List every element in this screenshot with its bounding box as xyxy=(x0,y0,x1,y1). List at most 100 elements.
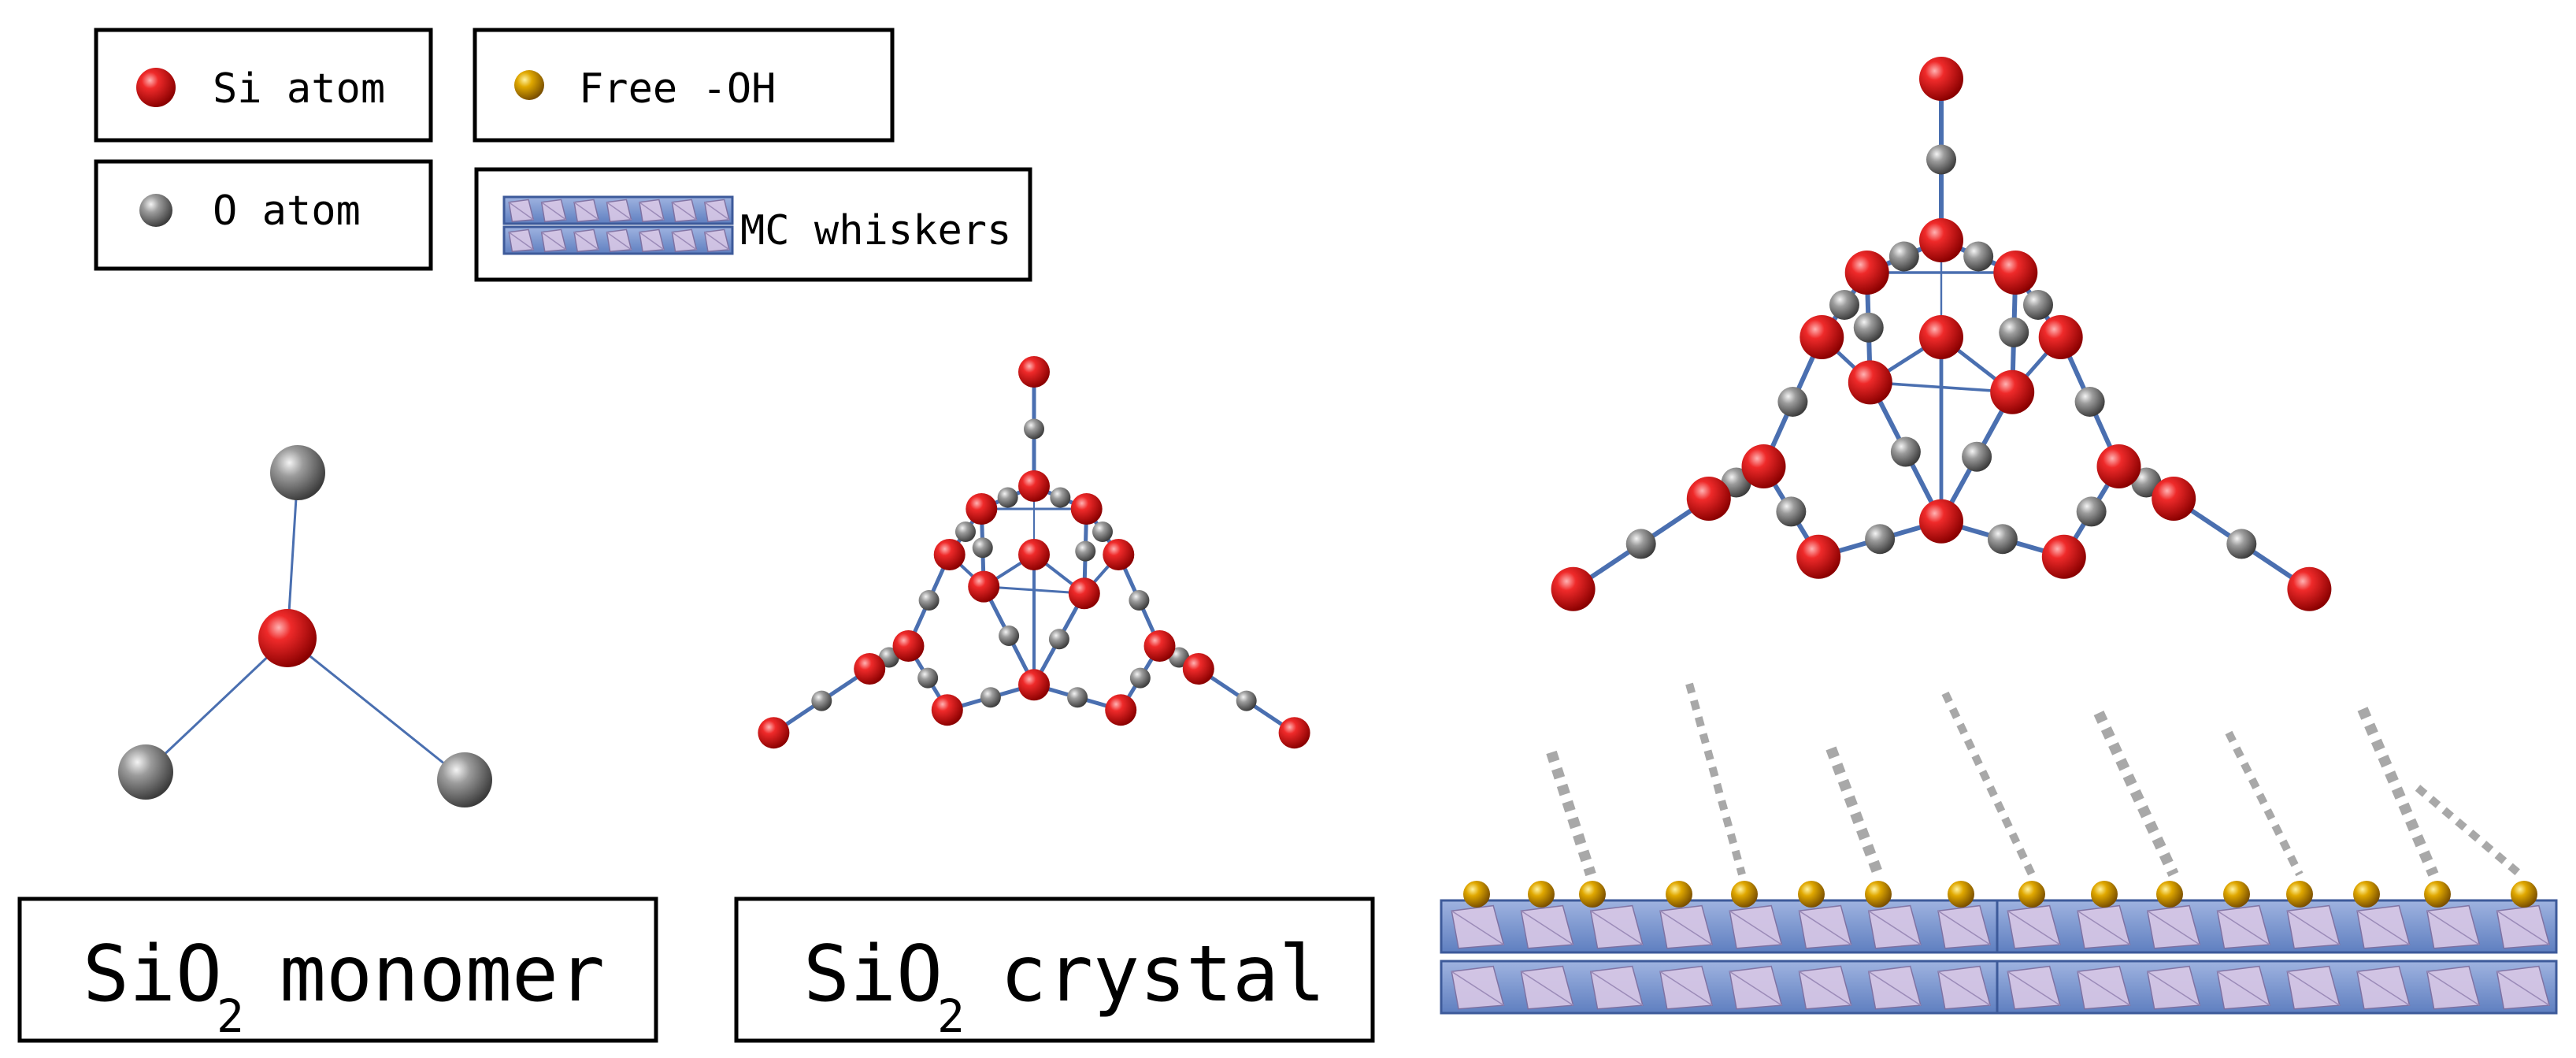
tile-edge xyxy=(1937,971,1991,1006)
o-atom xyxy=(1776,496,1807,527)
sio2-crystal-model xyxy=(758,356,1310,749)
tile-edge xyxy=(541,202,567,221)
sio2-monomer-model xyxy=(118,445,492,807)
caption-crystal-word: crystal xyxy=(1000,930,1325,1019)
o-atom xyxy=(1067,687,1088,708)
o-atom xyxy=(437,752,492,807)
si-atom xyxy=(1103,539,1135,570)
tile-edge xyxy=(2426,910,2480,945)
o-atom xyxy=(2076,496,2107,527)
atoms xyxy=(758,356,1310,749)
o-atom xyxy=(1050,487,1071,508)
legend-free-oh: Free -OH xyxy=(473,28,895,143)
o-atom xyxy=(2226,529,2257,559)
free-oh xyxy=(2353,881,2380,908)
si-atom xyxy=(892,630,925,662)
caption-crystal: SiO 2 crystal xyxy=(734,897,1375,1043)
si-atom xyxy=(2287,566,2332,611)
tile-edge xyxy=(573,232,599,251)
o-atom xyxy=(1075,540,1096,562)
si-atom xyxy=(1686,477,1731,521)
tile-edge xyxy=(2007,971,2061,1006)
mc-whiskers-layer xyxy=(1440,899,2558,1015)
si-atom xyxy=(258,609,317,667)
tile-edge xyxy=(704,232,730,251)
free-oh-label: Free -OH xyxy=(579,65,776,113)
tile-edge xyxy=(1729,910,1782,945)
o-atom xyxy=(1129,667,1151,689)
tile-edge xyxy=(2426,971,2480,1006)
sio2-crystal-on-whiskers xyxy=(1551,57,2332,611)
hydrogen-bond xyxy=(1546,750,1596,877)
tile-edge xyxy=(639,232,665,251)
o-atom xyxy=(2023,290,2053,320)
tile-edge xyxy=(573,202,599,221)
tile-edge xyxy=(541,232,567,251)
si-atom xyxy=(931,694,963,726)
tile-edge xyxy=(508,202,534,221)
o-atom xyxy=(1048,629,1069,650)
si-atom xyxy=(1799,315,1844,359)
free-oh xyxy=(1579,881,1606,908)
atoms xyxy=(1551,57,2332,611)
o-atom xyxy=(1092,522,1113,542)
si-atom xyxy=(2038,315,2083,359)
hydrogen-bond xyxy=(2415,785,2523,878)
o-atom xyxy=(1024,418,1044,440)
tile-edge xyxy=(2147,971,2200,1006)
si-atom xyxy=(1068,577,1100,610)
tile-edge xyxy=(1521,910,1574,945)
hydrogen-bond xyxy=(2357,707,2439,877)
free-oh-row xyxy=(1463,881,2537,908)
caption-monomer-formula: SiO xyxy=(83,930,222,1019)
legend: Si atom O atom Free -OH MC whiskers xyxy=(94,28,1032,282)
o-atom xyxy=(1926,144,1956,175)
tile-edge xyxy=(1937,910,1991,945)
tile-edge xyxy=(508,232,534,251)
tile-edge xyxy=(2286,971,2341,1006)
tile-edge xyxy=(1868,971,1922,1006)
o-atom xyxy=(1777,387,1808,417)
tile-edge xyxy=(639,202,665,221)
o-atom xyxy=(1890,436,1921,467)
o-atom xyxy=(1853,312,1884,343)
o-atom xyxy=(1963,241,1994,272)
si-atom xyxy=(1070,493,1103,525)
o-atom xyxy=(1829,290,1859,320)
tile-edge xyxy=(2217,910,2270,945)
si-atom xyxy=(933,539,966,570)
tile-edge xyxy=(2217,971,2270,1006)
o-atom xyxy=(972,537,993,559)
si-atom xyxy=(758,717,790,749)
free-oh xyxy=(2424,881,2451,908)
caption-crystal-subscript: 2 xyxy=(937,989,965,1043)
tile-edge xyxy=(2077,910,2131,945)
si-atom xyxy=(854,653,886,685)
o-atom xyxy=(2074,387,2105,417)
legend-si-atom: Si atom xyxy=(94,28,433,143)
tile-edge xyxy=(1729,971,1782,1006)
tile-edge xyxy=(1590,910,1644,945)
tile-edge xyxy=(671,202,697,221)
tile-edge xyxy=(1868,910,1922,945)
o-atom-label: O atom xyxy=(213,187,361,235)
free-oh xyxy=(2511,881,2537,908)
si-atom xyxy=(1143,630,1176,662)
caption-crystal-formula: SiO xyxy=(803,930,943,1019)
caption-monomer-subscript: 2 xyxy=(217,989,244,1043)
o-atom xyxy=(1236,690,1257,711)
mc-whiskers-label: MC whiskers xyxy=(740,207,1011,254)
tile-edge xyxy=(1799,971,1852,1006)
tile-edge xyxy=(704,202,730,221)
free-oh xyxy=(2091,881,2118,908)
hydrogen-bond xyxy=(1941,691,2036,877)
si-atom xyxy=(1844,251,1889,295)
si-atom xyxy=(1919,57,1963,101)
si-atom xyxy=(1990,369,2035,414)
free-oh xyxy=(2286,881,2313,908)
free-oh xyxy=(1731,881,1758,908)
si-atom xyxy=(1105,694,1137,726)
si-atom xyxy=(1919,315,1963,359)
free-oh-icon xyxy=(514,70,544,100)
